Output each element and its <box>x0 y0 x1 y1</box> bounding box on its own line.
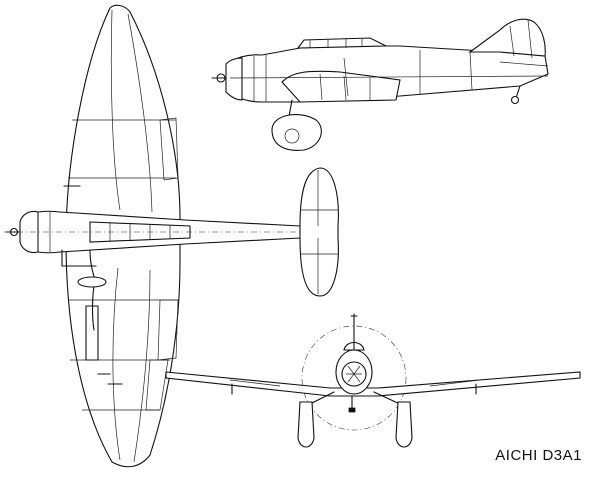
front-right-spat <box>396 402 412 447</box>
front-prop-disc <box>302 326 406 430</box>
side-view <box>212 19 548 150</box>
side-wheel-spat <box>272 115 321 151</box>
front-left-spat <box>298 402 314 447</box>
front-wing <box>166 372 580 396</box>
plan-view <box>4 5 340 466</box>
aircraft-caption: AICHI D3A1 <box>495 447 582 464</box>
front-view <box>166 314 580 447</box>
plan-tailplane <box>300 168 338 296</box>
side-fin <box>470 19 545 56</box>
